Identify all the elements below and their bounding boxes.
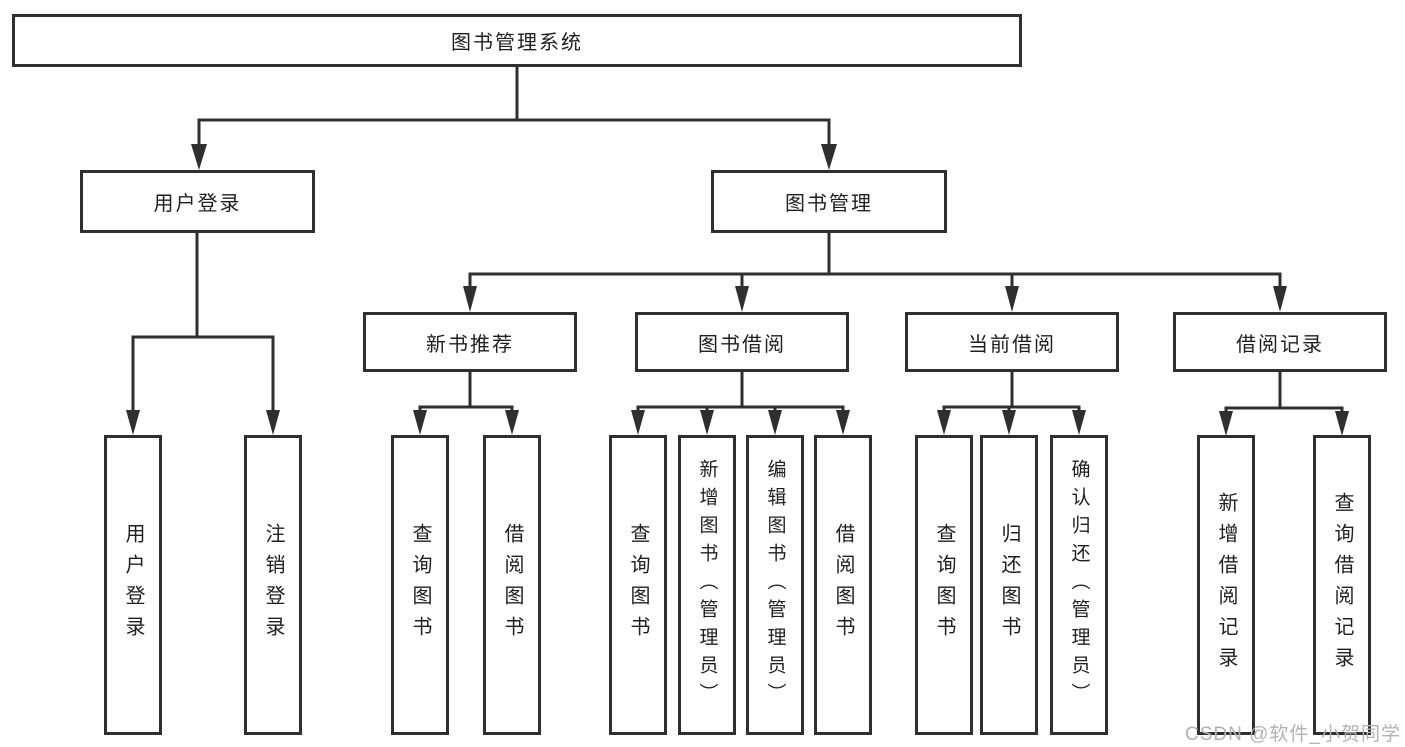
node-current-borrowing: 当前借阅 bbox=[905, 312, 1119, 372]
leaf-borrow-books-borrowing: 借阅图书 bbox=[814, 435, 872, 735]
leaf-logout-login: 注销登录 bbox=[244, 435, 302, 735]
leaf-query-books-current: 查询图书 bbox=[915, 435, 973, 735]
leaf-label: 确认归还（管理员） bbox=[1068, 459, 1090, 711]
node-label: 用户登录 bbox=[153, 193, 242, 215]
connector-level1-bracket bbox=[197, 118, 831, 146]
leaf-label: 新增图书（管理员） bbox=[696, 459, 718, 711]
node-book-management: 图书管理 bbox=[711, 170, 947, 233]
node-label: 图书管理 bbox=[785, 193, 873, 215]
leaf-label: 查询图书 bbox=[933, 523, 955, 647]
leaf-return-books: 归还图书 bbox=[980, 435, 1038, 735]
leaf-confirm-return-admin: 确认归还（管理员） bbox=[1050, 435, 1108, 735]
leaf-label: 查询图书 bbox=[627, 523, 649, 647]
leaf-label: 用户登录 bbox=[122, 523, 144, 647]
node-borrowing-records: 借阅记录 bbox=[1173, 312, 1387, 372]
node-library-management-system: 图书管理系统 bbox=[12, 14, 1022, 67]
node-label: 图书借阅 bbox=[698, 333, 786, 356]
leaf-user-login: 用户登录 bbox=[104, 435, 162, 735]
leaf-label: 注销登录 bbox=[262, 523, 284, 647]
leaf-add-borrow-record: 新增借阅记录 bbox=[1197, 435, 1255, 735]
leaf-borrow-books-recommend: 借阅图书 bbox=[483, 435, 541, 735]
node-label: 当前借阅 bbox=[968, 333, 1056, 356]
leaf-query-books-recommend: 查询图书 bbox=[391, 435, 449, 735]
node-label: 借阅记录 bbox=[1236, 333, 1324, 356]
connector-level2-bracket bbox=[468, 272, 1282, 288]
node-label: 图书管理系统 bbox=[451, 32, 583, 54]
node-label: 新书推荐 bbox=[426, 333, 514, 356]
leaf-add-book-admin: 新增图书（管理员） bbox=[678, 435, 736, 735]
leaf-label: 查询图书 bbox=[409, 523, 431, 647]
leaf-label: 查询借阅记录 bbox=[1331, 492, 1353, 678]
leaf-edit-book-admin: 编辑图书（管理员） bbox=[746, 435, 804, 735]
leaf-label: 新增借阅记录 bbox=[1215, 492, 1237, 678]
leaf-label: 归还图书 bbox=[998, 523, 1020, 647]
leaf-label: 借阅图书 bbox=[832, 523, 854, 647]
leaf-query-borrow-record: 查询借阅记录 bbox=[1313, 435, 1371, 735]
node-book-borrowing: 图书借阅 bbox=[635, 312, 849, 372]
leaf-label: 编辑图书（管理员） bbox=[764, 459, 786, 711]
leaf-label: 借阅图书 bbox=[501, 523, 523, 647]
leaf-query-books-borrowing: 查询图书 bbox=[609, 435, 667, 735]
node-user-login: 用户登录 bbox=[80, 170, 315, 233]
node-new-book-recommendation: 新书推荐 bbox=[363, 312, 577, 372]
csdn-watermark: CSDN @软件_小贺同学 bbox=[1185, 724, 1401, 745]
connector-user-login-bracket bbox=[131, 335, 275, 412]
